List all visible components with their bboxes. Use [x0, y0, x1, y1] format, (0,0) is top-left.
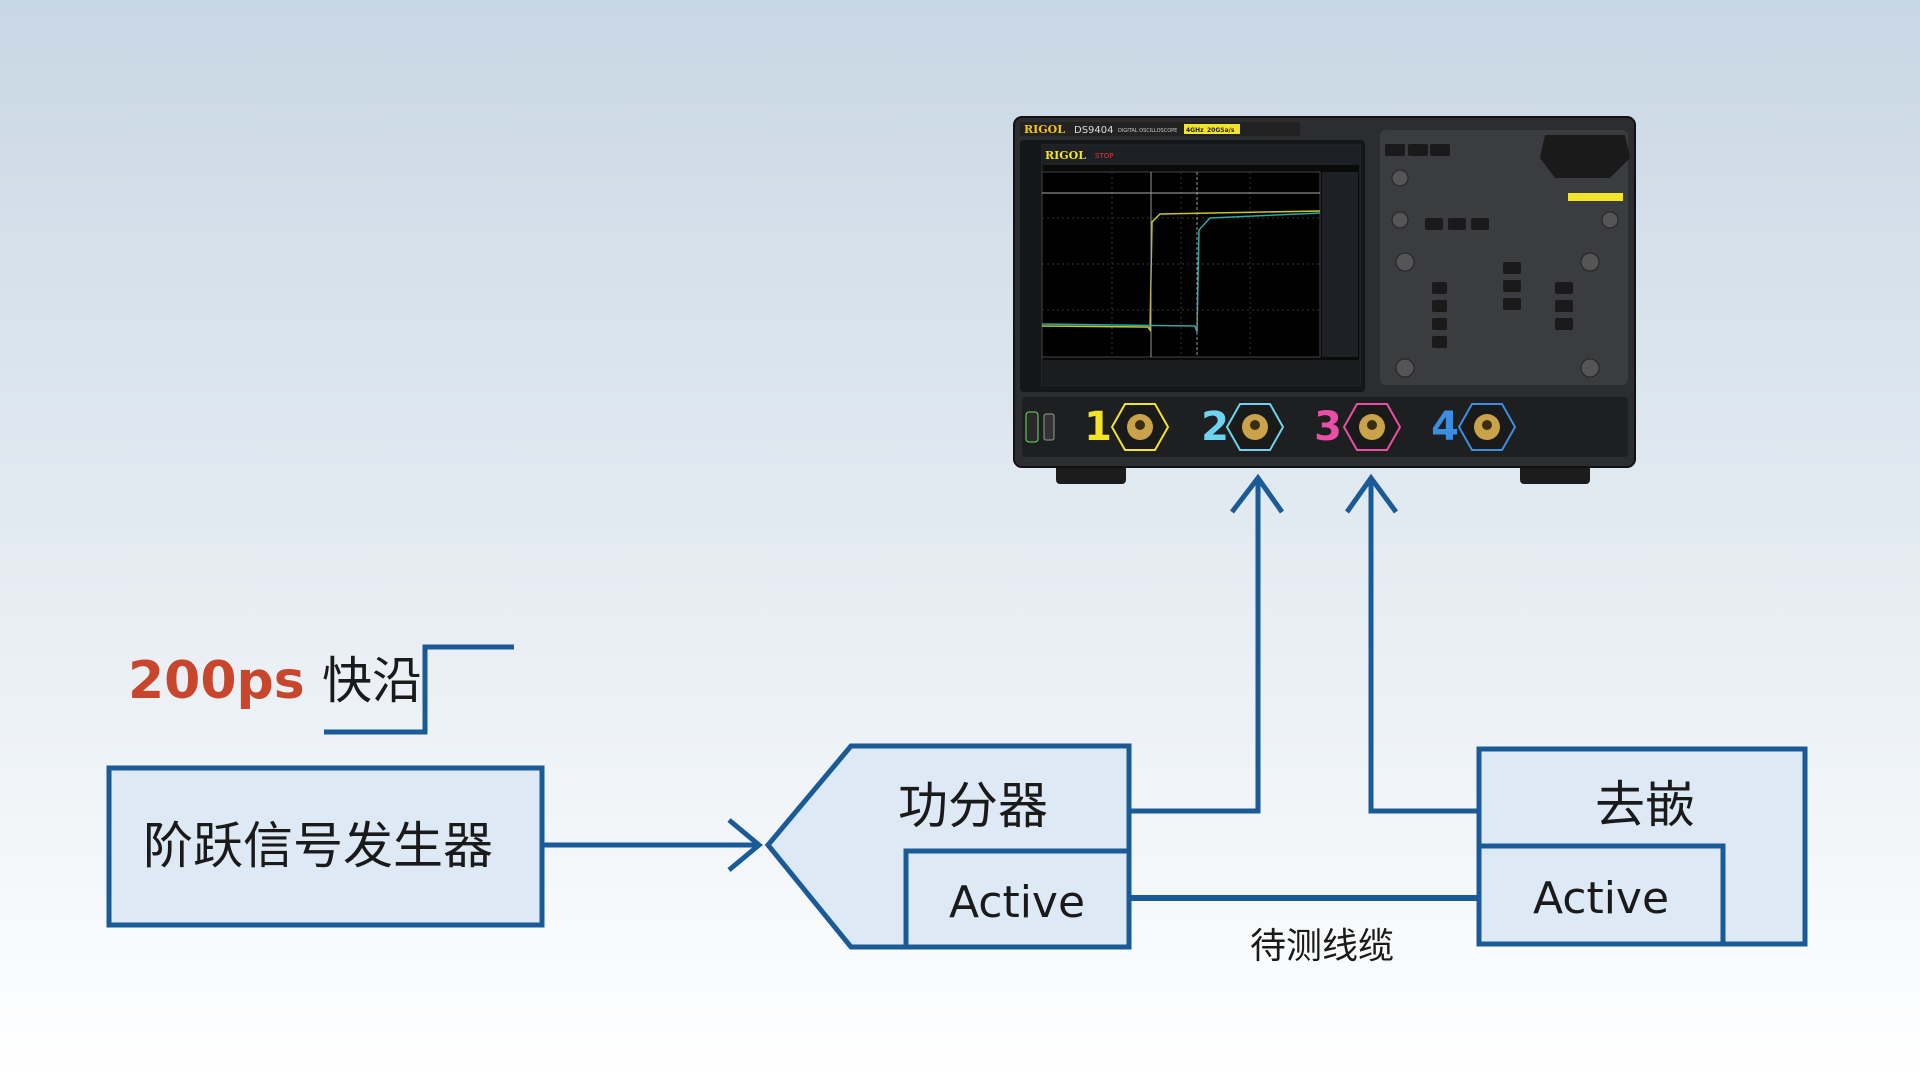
channel-3-label: 3 [1314, 404, 1342, 450]
oscilloscope: RIGOL DS9404 DIGITAL OSCILLOSCOPE 4GHz 2… [1013, 116, 1636, 484]
splitter-label: 功分器 [898, 777, 1048, 835]
bnc-connector-1 [1110, 403, 1170, 451]
splitter-active-label: Active [949, 877, 1085, 928]
scope-spec-badge [1184, 124, 1240, 134]
edge-type-label: 快沿 [322, 652, 422, 710]
screen-status-bar [1042, 360, 1360, 385]
screen-status: STOP [1095, 152, 1113, 160]
trigger-strip [1568, 193, 1623, 201]
bnc-connector-4 [1457, 403, 1517, 451]
knobs [1391, 169, 1619, 378]
deembed-active-label: Active [1533, 873, 1669, 924]
splitter-active-box [903, 848, 1132, 950]
screen-side-panel [1322, 172, 1358, 357]
cable-under-test-label: 待测线缆 [1250, 926, 1394, 967]
scope-model: DS9404 [1074, 125, 1114, 136]
step-generator-label: 阶跃信号发生器 [143, 817, 493, 875]
step-edge-icon [324, 644, 514, 735]
deembed-label: 去嵌 [1595, 776, 1695, 834]
channel-inputs: 1 2 3 4 [1084, 403, 1517, 451]
scope-brand: RIGOL [1024, 123, 1065, 136]
run-control-cluster [1540, 135, 1630, 178]
arrow-up-icon [1344, 473, 1399, 514]
panel-buttons [1385, 144, 1573, 348]
channel-1-label: 1 [1084, 404, 1112, 450]
screen-brand: RIGOL [1045, 149, 1086, 162]
scope-type: DIGITAL OSCILLOSCOPE [1118, 128, 1177, 134]
deembed-active-box [1476, 843, 1726, 947]
arrow-head-icon [727, 818, 763, 872]
screen-toolbar [1042, 145, 1360, 165]
channel-4-label: 4 [1431, 404, 1459, 450]
channel-2-label: 2 [1201, 404, 1229, 450]
ch2-waveform [1041, 212, 1321, 333]
deembed-to-ch3-line [1368, 480, 1477, 814]
grid-lines [1042, 172, 1320, 357]
bnc-connector-3 [1342, 403, 1402, 451]
splitter-to-ch2-line [1131, 480, 1261, 814]
edge-speed-label: 200ps [128, 651, 305, 711]
arrow-up-icon [1230, 473, 1285, 514]
power-button [1025, 411, 1039, 443]
usb-port [1043, 413, 1055, 441]
bnc-connector-2 [1225, 403, 1285, 451]
scope-bandwidth: 4GHz [1186, 127, 1204, 134]
scope-sample-rate: 20GSa/s [1207, 127, 1235, 134]
